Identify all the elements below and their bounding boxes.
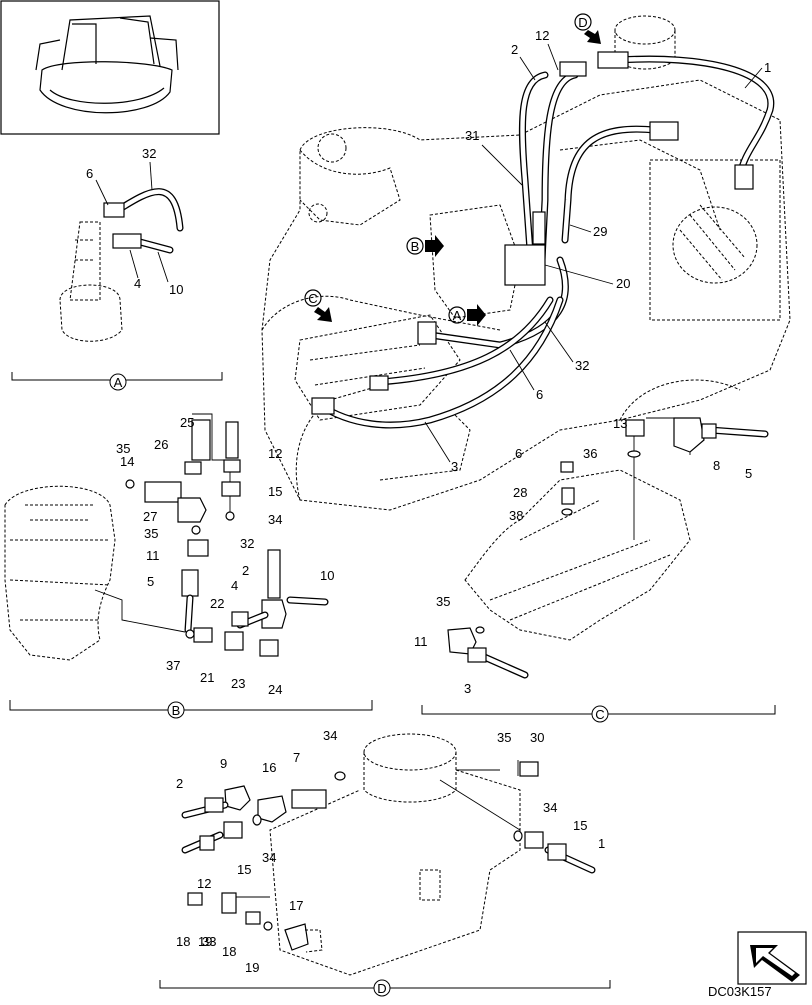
callout-c-38: 38 xyxy=(509,508,523,523)
callout-b-12: 12 xyxy=(268,446,282,461)
view-marker-d: D xyxy=(578,15,587,30)
callout-c-11: 11 xyxy=(414,634,428,649)
main-callouts: 1 2 12 31 29 20 32 6 3 xyxy=(424,28,771,474)
callout-b-32: 32 xyxy=(240,536,254,551)
detail-label-d: D xyxy=(377,981,386,996)
callout-b-34: 34 xyxy=(268,512,282,527)
callout-d-34b: 34 xyxy=(543,800,557,815)
detail-label-b: B xyxy=(172,703,181,718)
callout-a-4: 4 xyxy=(134,276,141,291)
callout-b-21: 21 xyxy=(200,670,214,685)
callout-d-19b: 19 xyxy=(245,960,259,975)
callout-d-1: 1 xyxy=(598,836,605,851)
callout-d-7: 7 xyxy=(293,750,300,765)
callout-main-20: 20 xyxy=(616,276,630,291)
callout-d-12: 12 xyxy=(197,876,211,891)
callout-b-26: 26 xyxy=(154,437,168,452)
callout-c-8: 8 xyxy=(713,458,720,473)
callout-d-2: 2 xyxy=(176,776,183,791)
callout-b-11: 11 xyxy=(146,548,160,563)
callout-a-6: 6 xyxy=(86,166,93,181)
callout-d-35: 35 xyxy=(497,730,511,745)
callout-b-15: 15 xyxy=(268,484,282,499)
callout-c-36: 36 xyxy=(583,446,597,461)
callout-d-34a: 34 xyxy=(323,728,337,743)
callout-a-10: 10 xyxy=(169,282,183,297)
callout-b-5: 5 xyxy=(147,574,154,589)
callout-d-34c: 34 xyxy=(262,850,276,865)
callout-d-18a: 18 xyxy=(176,934,190,949)
callout-main-3: 3 xyxy=(451,459,458,474)
callout-c-35: 35 xyxy=(436,594,450,609)
callout-b-25: 25 xyxy=(180,415,194,430)
callout-c-5: 5 xyxy=(745,466,752,481)
callout-b-22: 22 xyxy=(210,596,224,611)
callout-b-35a: 35 xyxy=(116,441,130,456)
callout-a-32: 32 xyxy=(142,146,156,161)
locator-inset xyxy=(0,0,220,135)
detail-label-a: A xyxy=(114,375,123,390)
view-marker-c: C xyxy=(308,291,317,306)
callout-main-2: 2 xyxy=(511,42,518,57)
callout-d-18b: 18 xyxy=(222,944,236,959)
callout-d-9: 9 xyxy=(220,756,227,771)
callout-d-30: 30 xyxy=(530,730,544,745)
callout-b-23: 23 xyxy=(231,676,245,691)
callout-main-29: 29 xyxy=(593,224,607,239)
callout-b-4: 4 xyxy=(231,578,238,593)
detail-label-c: C xyxy=(595,707,604,722)
callout-d-15a: 15 xyxy=(573,818,587,833)
callout-b-14: 14 xyxy=(120,454,134,469)
detail-d: 34 35 30 9 16 7 2 34 15 1 15 34 12 17 18… xyxy=(159,728,611,997)
callout-c-13: 13 xyxy=(613,416,627,431)
callout-c-6: 6 xyxy=(515,446,522,461)
view-marker-b: B xyxy=(411,239,420,254)
doc-code: DC03K157 xyxy=(708,984,772,999)
callout-c-28: 28 xyxy=(513,485,527,500)
callout-main-12: 12 xyxy=(535,28,549,43)
callout-b-24: 24 xyxy=(268,682,282,697)
callout-b-10: 10 xyxy=(320,568,334,583)
callout-d-15b: 15 xyxy=(237,862,251,877)
callout-main-6: 6 xyxy=(536,387,543,402)
main-hoses xyxy=(311,51,775,429)
callout-main-32: 32 xyxy=(575,358,589,373)
callout-b-37: 37 xyxy=(166,658,180,673)
callout-d-33: 33 xyxy=(202,934,216,949)
callout-b-2: 2 xyxy=(242,563,249,578)
callout-c-3: 3 xyxy=(464,681,471,696)
callout-d-17: 17 xyxy=(289,898,303,913)
callout-b-35b: 35 xyxy=(144,526,158,541)
callout-d-16: 16 xyxy=(262,760,276,775)
detail-a: 6 32 4 10 A xyxy=(11,146,223,391)
detail-c: 13 6 36 8 5 28 38 35 11 3 C xyxy=(414,416,776,723)
callout-main-31: 31 xyxy=(465,128,479,143)
detail-b: 25 35 26 14 12 15 27 34 35 11 5 32 2 4 1… xyxy=(4,413,373,719)
view-marker-a: A xyxy=(453,308,462,323)
view-arrows: B C A D xyxy=(304,13,601,326)
callout-main-1: 1 xyxy=(764,60,771,75)
view-direction-symbol xyxy=(737,931,807,985)
callout-d-19a: 19 xyxy=(198,934,212,949)
callout-b-27: 27 xyxy=(143,509,157,524)
